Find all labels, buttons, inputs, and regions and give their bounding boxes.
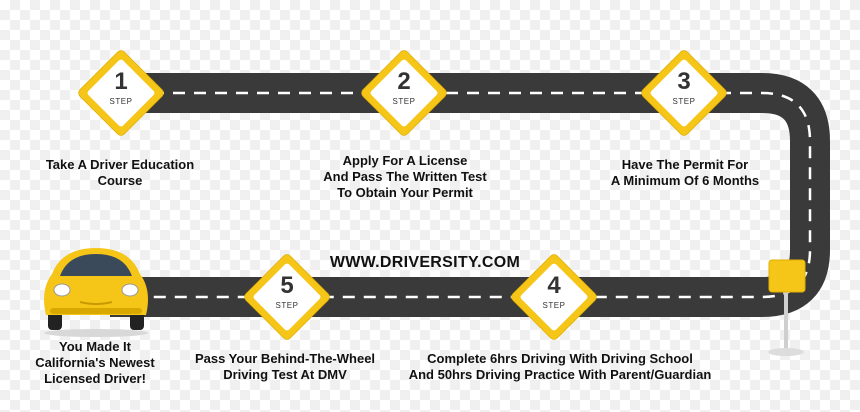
- step-number: 2: [397, 68, 411, 95]
- step-5-sign: 5 STEP: [243, 253, 331, 341]
- step-4-sign: 4 STEP: [510, 253, 598, 341]
- step-number: 3: [677, 68, 691, 95]
- step-label: STEP: [392, 97, 416, 106]
- step-2-caption: Apply For A License And Pass The Written…: [323, 153, 487, 200]
- step-number: 4: [547, 272, 561, 299]
- step-label: STEP: [672, 97, 696, 106]
- website-label: WWW.DRIVERSITY.COM: [329, 254, 521, 271]
- step-1-caption: Take A Driver Education Course: [45, 157, 195, 188]
- step-1-sign: 1 STEP: [77, 49, 165, 137]
- step-label: STEP: [542, 301, 566, 310]
- step-number: 5: [280, 272, 294, 299]
- finish-caption: You Made It California's Newest Licensed…: [35, 339, 155, 386]
- finish-flag-icon: [768, 259, 806, 356]
- step-5-caption: Pass Your Behind-The-Wheel Driving Test …: [194, 351, 376, 382]
- step-3-caption: Have The Permit For A Minimum Of 6 Month…: [610, 157, 760, 188]
- step-3-sign: 3 STEP: [640, 49, 728, 137]
- car-icon: [44, 248, 148, 337]
- step-label: STEP: [109, 97, 133, 106]
- step-4-caption: Complete 6hrs Driving With Driving Schoo…: [408, 351, 712, 382]
- step-number: 1: [114, 68, 128, 95]
- lane-markings: [110, 91, 812, 299]
- step-label: STEP: [275, 301, 299, 310]
- step-2-sign: 2 STEP: [360, 49, 448, 137]
